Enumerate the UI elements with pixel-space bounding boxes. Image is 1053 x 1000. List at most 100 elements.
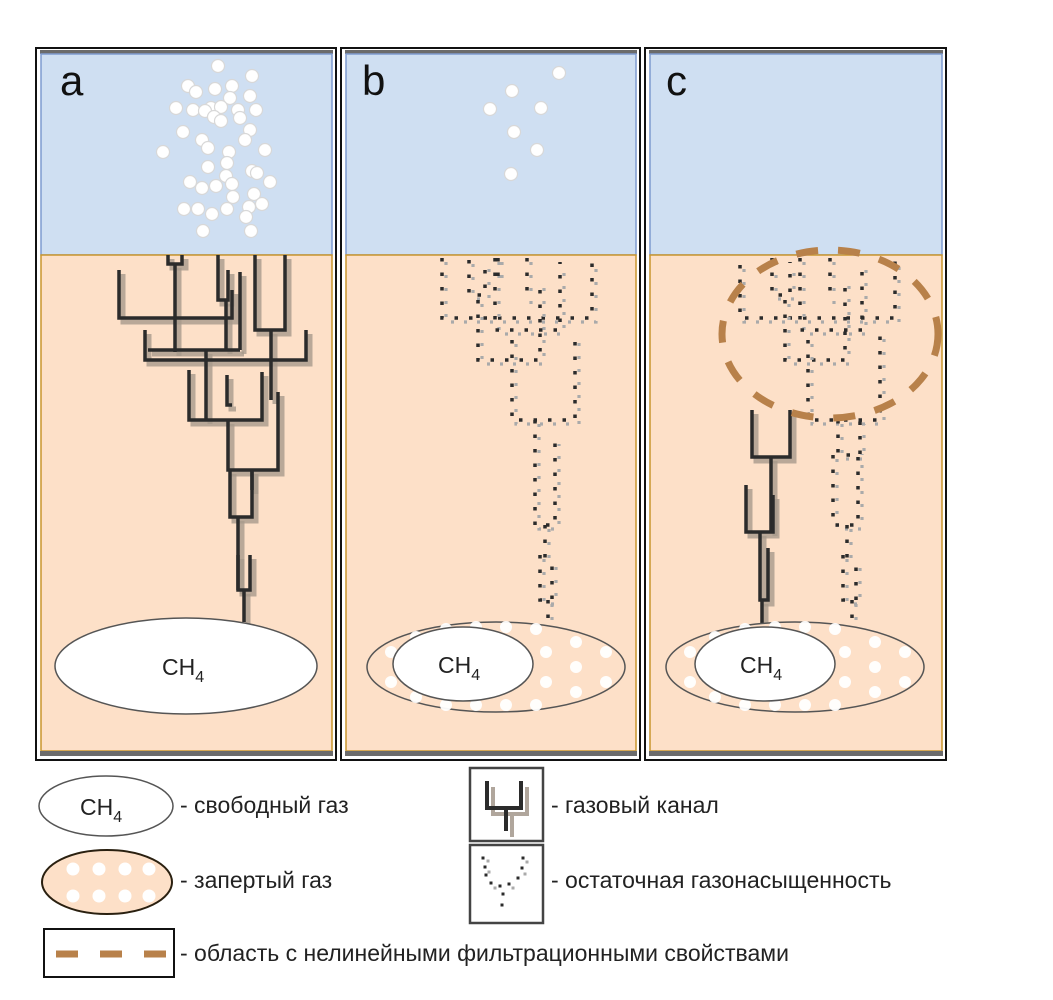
gas-bubble	[219, 155, 235, 171]
residual-dot	[500, 903, 504, 907]
trapped-gas-dot	[142, 889, 156, 903]
residual-dots-shadow	[514, 339, 581, 426]
trapped-gas-dot	[530, 623, 542, 635]
residual-dot-shadow	[523, 872, 527, 876]
residual-dots	[798, 258, 864, 332]
residual-dots-shadow	[845, 559, 862, 606]
residual-dots	[440, 258, 594, 320]
trapped-gas-dot	[66, 889, 80, 903]
legend-nonlinear-label: - область с нелинейными фильтрационными …	[180, 940, 789, 966]
nonlinear-filtration-region	[718, 246, 942, 422]
trapped-gas-dot	[769, 699, 781, 711]
legend: CH4	[38, 766, 545, 978]
trapped-gas-dot	[869, 661, 881, 673]
gas-bubble	[200, 159, 216, 175]
gas-bubble	[224, 78, 240, 94]
trapped-gas-dot	[500, 621, 512, 633]
trapped-gas-dot	[142, 862, 156, 876]
residual-dot	[484, 873, 488, 877]
free-gas-reservoir: CH4	[54, 617, 318, 715]
gas-bubble	[243, 223, 259, 239]
residual-dots-shadow	[497, 262, 566, 336]
channel-shadow	[491, 787, 529, 837]
residual-dots	[467, 260, 487, 297]
trapped-gas-dot	[839, 646, 851, 658]
gas-channel-segment	[225, 375, 232, 407]
gas-bubble	[213, 113, 229, 129]
trapped-gas-dot	[500, 699, 512, 711]
trapped-gas-dot	[92, 889, 106, 903]
residual-dots	[738, 258, 897, 320]
residual-dots-shadow	[742, 262, 901, 324]
residual-dot	[507, 882, 511, 886]
trapped-gas-dot	[470, 699, 482, 711]
trapped-gas-dot	[829, 699, 841, 711]
trapped-gas-zone: CH4	[366, 621, 626, 713]
gas-bubble	[262, 174, 278, 190]
gas-bubble	[188, 84, 204, 100]
panel-bottom-edge	[345, 751, 637, 756]
trapped-gas-dot	[570, 661, 582, 673]
gas-bubble	[224, 176, 240, 192]
trapped-gas-dot	[540, 676, 552, 688]
gas-channel	[744, 410, 797, 632]
trapped-gas-dot	[410, 691, 422, 703]
trapped-gas-dot	[839, 676, 851, 688]
residual-dot	[483, 865, 487, 869]
legend-trapped-gas-label: - запертый газ	[180, 867, 333, 893]
water-layer	[649, 53, 943, 256]
gas-bubble	[175, 124, 191, 140]
residual-dot	[501, 892, 505, 896]
residual-dots	[831, 450, 860, 527]
gas-bubble	[257, 142, 273, 158]
residual-dot-shadow	[486, 859, 490, 863]
residual-dot-shadow	[525, 860, 529, 864]
reservoir-label: CH4	[162, 654, 204, 686]
residual-dot-shadow	[511, 886, 515, 890]
gas-bubble	[194, 180, 210, 196]
residual-dots-shadow	[835, 454, 864, 531]
gas-bubble	[176, 201, 192, 217]
residual-dot	[498, 884, 502, 888]
legend-residual-symbol	[468, 843, 545, 925]
legend-gas-channel-label: - газовый канал	[551, 792, 719, 818]
gas-bubble	[204, 206, 220, 222]
trapped-gas-dot	[118, 889, 132, 903]
residual-dot-shadow	[487, 870, 491, 874]
trapped-gas-dot	[869, 636, 881, 648]
legend-nonlinear-symbol	[43, 928, 175, 978]
gas-bubble	[238, 209, 254, 225]
residual-dot	[489, 881, 493, 885]
gas-bubble	[213, 99, 229, 115]
panel-label: c	[666, 57, 687, 104]
panel-top-edge	[40, 50, 333, 54]
water-layer	[345, 53, 637, 256]
gas-channel-segment	[216, 255, 230, 302]
residual-dots-shadow	[471, 264, 491, 301]
gas-bubble	[225, 189, 241, 205]
residual-dot	[520, 866, 524, 870]
residual-dots	[770, 258, 792, 297]
trapped-gas-dot	[530, 699, 542, 711]
gas-bubble	[222, 90, 238, 106]
gas-channel-segment	[143, 330, 308, 362]
trapped-gas-dot	[540, 646, 552, 658]
gas-bubbles	[155, 58, 278, 239]
residual-dots-shadow	[480, 284, 546, 366]
gas-bubble	[242, 88, 258, 104]
gas-bubble	[185, 102, 201, 118]
residual-dot	[521, 856, 525, 860]
free-gas-ellipse	[38, 775, 174, 837]
gas-channel-icon	[485, 781, 523, 831]
trapped-gas-dot	[385, 676, 397, 688]
reservoir-ellipse	[694, 626, 836, 702]
panel-label: b	[362, 57, 385, 104]
gas-bubble	[533, 100, 549, 116]
gas-channel-segment	[187, 370, 264, 422]
panel-top-edge	[649, 50, 943, 54]
trapped-gas-dot	[570, 636, 582, 648]
channel-shadow	[231, 474, 259, 524]
gas-channel-segment	[117, 270, 234, 320]
panel-bottom-edge	[649, 751, 943, 756]
reservoir-label: CH4	[740, 652, 782, 684]
